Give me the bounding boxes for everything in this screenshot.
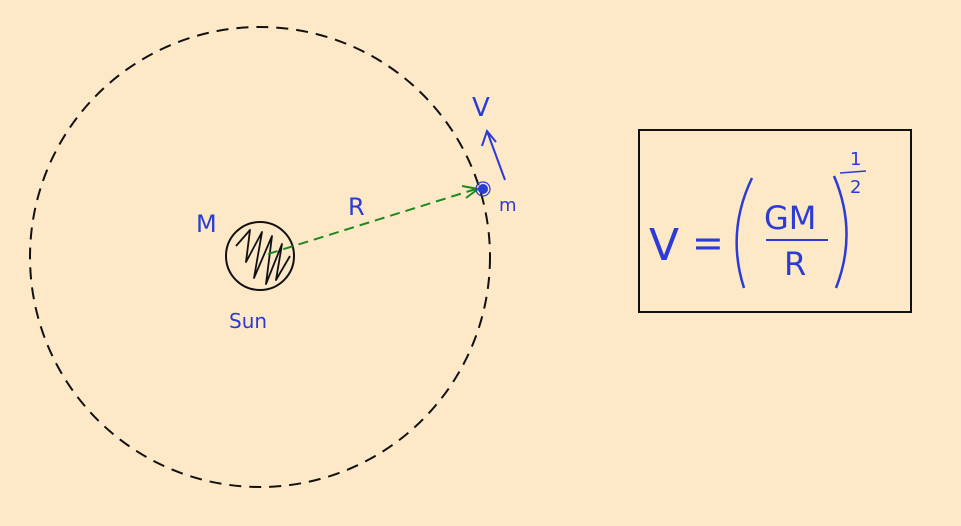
planet-ring [475, 181, 491, 197]
orbit-path [29, 26, 491, 488]
radius-label: R [348, 193, 365, 221]
formula-right-paren [832, 175, 848, 289]
velocity-label: V [472, 93, 490, 123]
sun-outline [225, 221, 295, 291]
planet-dot [478, 184, 488, 194]
formula-exponent-bar [839, 170, 867, 174]
formula-denominator: R [784, 245, 806, 283]
formula-exponent-denominator: 2 [850, 177, 861, 198]
velocity-arrow [486, 130, 506, 181]
velocity-arrowhead [481, 128, 497, 147]
formula-lhs: V [649, 220, 679, 271]
formula-exponent-numerator: 1 [850, 149, 861, 170]
formula-equals: = [692, 221, 724, 265]
formula: V = GM R 1 2 [649, 149, 867, 289]
sun-name-label: Sun [229, 309, 267, 333]
planet-mass-label: m [499, 195, 517, 216]
radius-line [267, 188, 477, 255]
sun-hatching [235, 229, 291, 285]
sun [225, 221, 295, 291]
formula-left-paren [735, 177, 754, 289]
formula-numerator: GM [764, 199, 816, 237]
formula-box [638, 129, 912, 313]
sun-mass-label: M [196, 210, 217, 238]
